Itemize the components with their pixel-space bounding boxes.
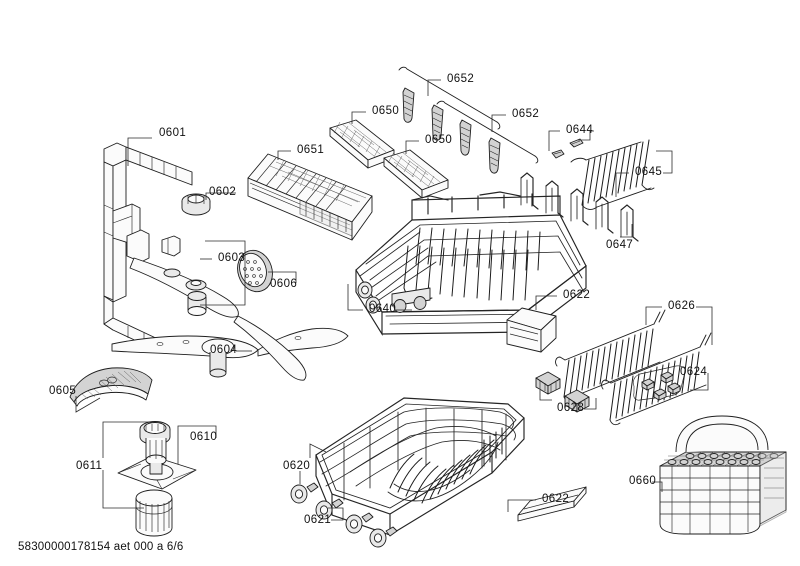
part-0644-small-clips bbox=[551, 138, 584, 159]
callout-label-0621: 0621 bbox=[304, 514, 332, 526]
callout-label-0645: 0645 bbox=[635, 166, 663, 178]
callout-label-0605: 0605 bbox=[49, 385, 77, 397]
part-0628-hinge-clips bbox=[535, 371, 590, 413]
callout-label-0660: 0660 bbox=[629, 475, 657, 487]
glass-clip bbox=[431, 104, 444, 141]
callout-label-0647: 0647 bbox=[606, 239, 634, 251]
basket-roller bbox=[315, 498, 344, 520]
callout-label-0602: 0602 bbox=[209, 186, 237, 198]
basket-roller bbox=[345, 512, 374, 534]
callout-label-0603: 0603 bbox=[218, 252, 246, 264]
part-0606-spray-arm-end-cap bbox=[237, 249, 273, 293]
part-0603-spray-arm-support bbox=[129, 235, 307, 381]
callout-label-0651: 0651 bbox=[297, 144, 325, 156]
callout-label-0610: 0610 bbox=[190, 431, 218, 443]
part-0604-lower-spray-arm bbox=[111, 327, 349, 378]
part-0601-upper-basket-rail bbox=[103, 142, 193, 353]
glass-clip bbox=[488, 137, 501, 174]
callout-label-0604: 0604 bbox=[210, 344, 238, 356]
part-0647-folding-cup-rack bbox=[520, 172, 639, 242]
callout-label-0606: 0606 bbox=[270, 278, 298, 290]
part-0652-glass-rail-left bbox=[398, 66, 501, 141]
callout-label-0650-right: 0650 bbox=[425, 134, 453, 146]
part-0622-small-tray bbox=[506, 307, 557, 353]
callout-label-0601: 0601 bbox=[159, 127, 187, 139]
callout-label-0628: 0628 bbox=[557, 402, 585, 414]
part-0626-folding-tine-row-b bbox=[601, 332, 712, 426]
part-0620-lower-basket bbox=[290, 397, 525, 548]
basket-roller bbox=[357, 281, 381, 314]
part-0622-insert-strip bbox=[517, 486, 587, 522]
part-0650-upper-rack-shelf-right bbox=[383, 149, 449, 199]
sheet-reference-caption: 58300000178154 aet 000 a 6/6 bbox=[18, 541, 184, 553]
part-0602-bearing-cap bbox=[181, 193, 211, 216]
callout-label-0644: 0644 bbox=[566, 124, 594, 136]
callout-label-0620: 0620 bbox=[283, 460, 311, 472]
basket-roller bbox=[369, 526, 398, 548]
part-0611-fine-filter-cylinder bbox=[135, 489, 173, 537]
callout-label-0652-left: 0652 bbox=[447, 73, 475, 85]
leader-lines bbox=[75, 79, 713, 521]
part-0660-cutlery-basket bbox=[659, 415, 787, 535]
callout-label-0652-right: 0652 bbox=[512, 108, 540, 120]
glass-clip bbox=[459, 119, 472, 156]
callout-label-0622-lower: 0622 bbox=[542, 493, 570, 505]
part-0652-glass-rail-right bbox=[436, 100, 539, 174]
callout-label-0622-upper: 0622 bbox=[563, 289, 591, 301]
part-0651-cutlery-drawer bbox=[247, 153, 373, 241]
callout-label-0611: 0611 bbox=[76, 460, 103, 472]
part-0605-coarse-filter bbox=[69, 367, 153, 407]
callout-label-0624: 0624 bbox=[680, 366, 708, 378]
callout-label-0626: 0626 bbox=[668, 300, 696, 312]
callout-label-0650-left: 0650 bbox=[372, 105, 400, 117]
part-0624-clip-set-plate bbox=[632, 365, 686, 401]
part-0610-filter-cup bbox=[139, 421, 171, 475]
glass-clip bbox=[402, 87, 415, 123]
basket-top-nubs bbox=[667, 453, 779, 465]
basket-roller bbox=[290, 482, 319, 504]
callout-label-0640: 0640 bbox=[369, 303, 397, 315]
